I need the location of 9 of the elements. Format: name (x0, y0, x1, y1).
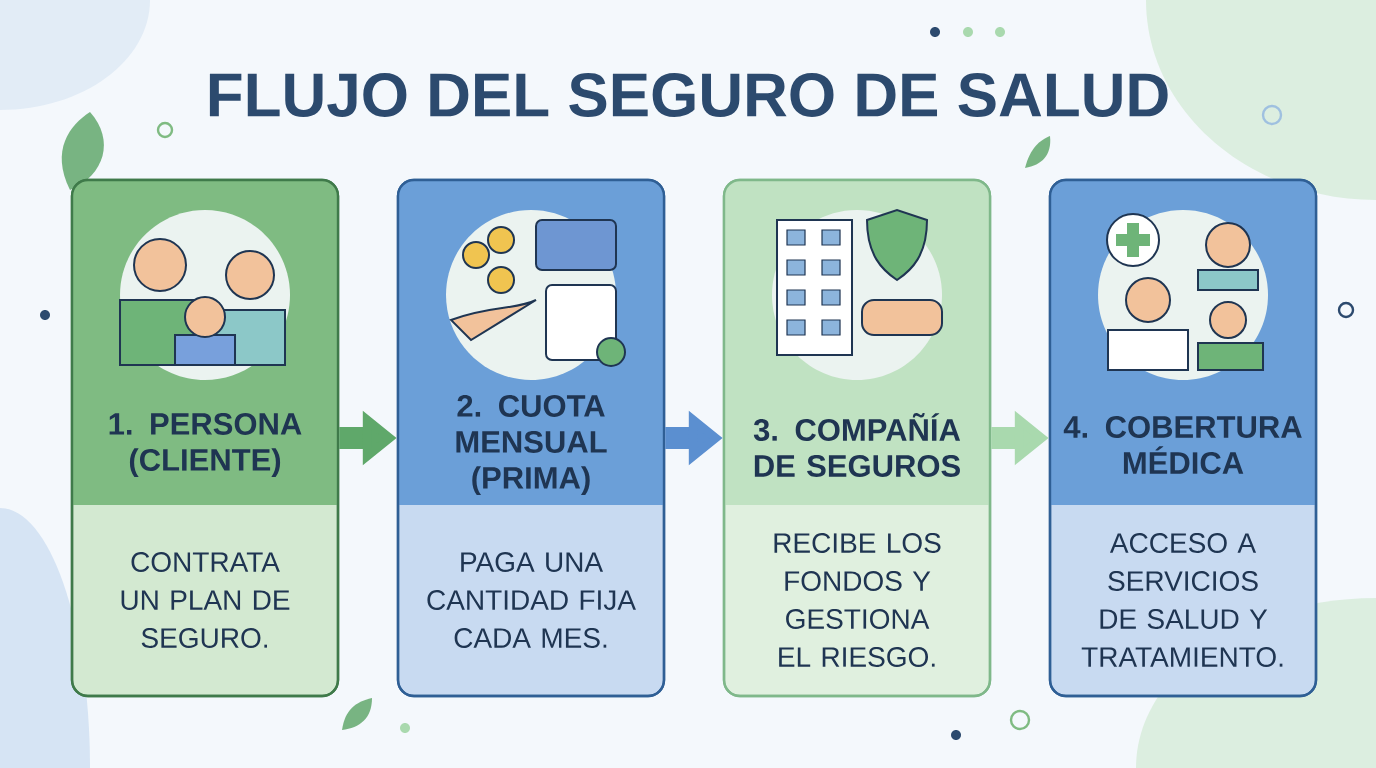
step-heading: 1. PERSONA (CLIENTE) (109, 412, 302, 478)
step-description: RECIBE LOS FONDOS Y GESTIONA EL RIESGO. (774, 533, 941, 667)
step-description: PAGA UNA CANTIDAD FIJA CADA MES. (427, 552, 636, 648)
step-description: ACCESO A SERVICIOS DE SALUD Y TRATAMIENTO. (1081, 533, 1283, 667)
step-description: CONTRATA UN PLAN DE SEGURO. (121, 552, 290, 648)
step-heading: 2. CUOTA MENSUAL (PRIMA) (456, 394, 607, 496)
step-heading: 3. COMPAÑÍA DE SEGUROS (753, 413, 961, 477)
step-heading: 4. COBERTURA MÉDICA (1063, 416, 1302, 474)
title: FLUJO DEL SEGURO DE SALUD (209, 73, 1168, 117)
